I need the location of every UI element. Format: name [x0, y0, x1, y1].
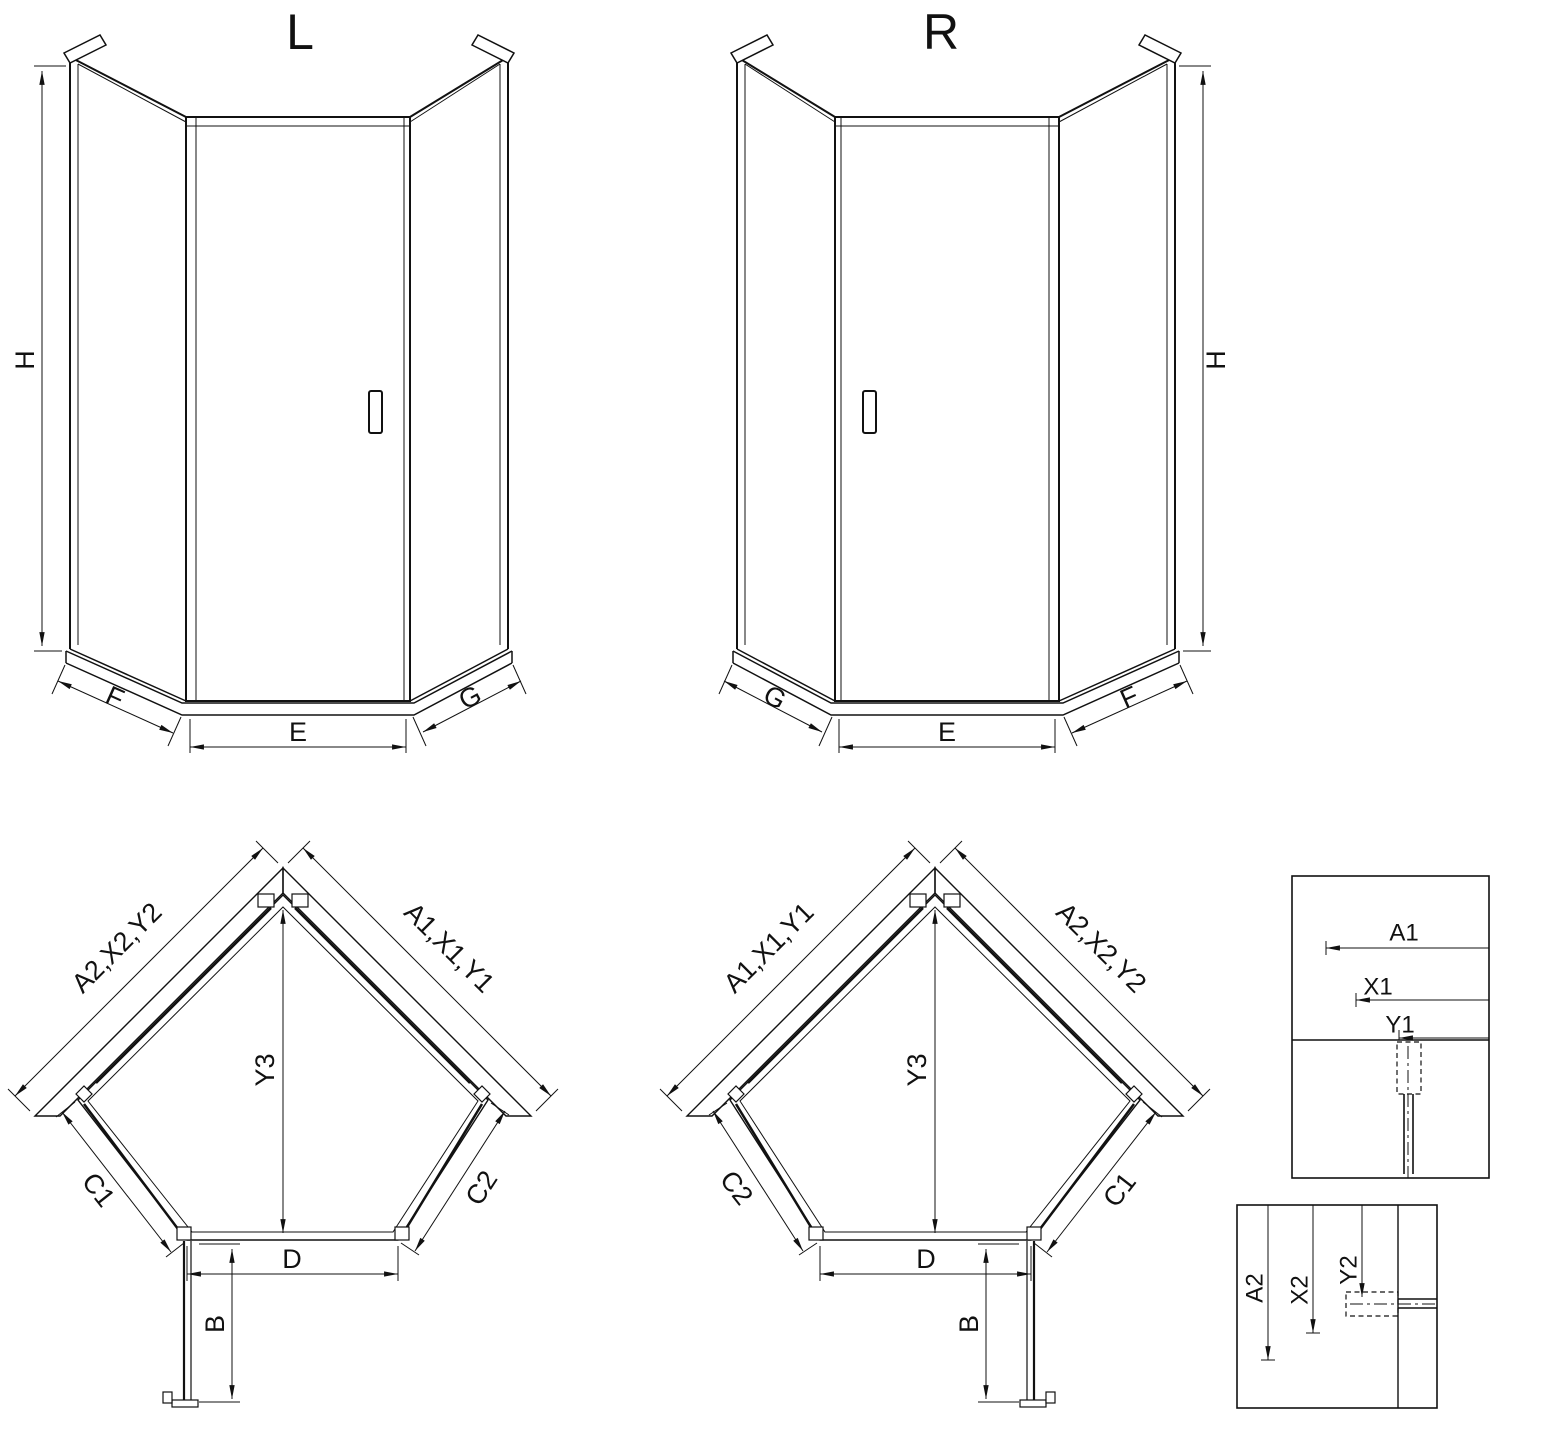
detail-view-top: A1 X1 Y1: [1291, 875, 1490, 1179]
dim-label-a2: A2: [1241, 1273, 1268, 1302]
dim-label-depth: Y3: [902, 1053, 932, 1086]
dim-label-height: H: [1201, 350, 1231, 370]
dim-label-bottom-right: F: [1116, 680, 1143, 714]
dim-label-height: H: [10, 350, 40, 370]
dim-label-y1: Y1: [1385, 1011, 1414, 1038]
dim-label-x1: X1: [1363, 973, 1392, 1000]
dim-label-a1: A1: [1389, 919, 1418, 946]
dim-label-bottom-left: G: [759, 679, 792, 715]
front-view-left: L H F E G: [10, 4, 526, 753]
dim-label-wall-upper-right: A2,X2,Y2: [1050, 897, 1152, 999]
detail-view-bottom: A2 X2 Y2: [1236, 1204, 1438, 1409]
detail-box: [1291, 875, 1490, 1179]
plan-view-right: A1,X1,Y1 A2,X2,Y2 Y3 C2 C1 D B: [660, 841, 1210, 1407]
dim-label-cut-left: C1: [76, 1167, 121, 1213]
view-title-right: R: [923, 4, 959, 60]
dim-label-door-swing: B: [954, 1315, 984, 1333]
dim-label-y2: Y2: [1335, 1255, 1362, 1284]
front-drawing-right: [719, 35, 1211, 753]
hidden-profile: [1396, 1041, 1422, 1095]
dim-label-bottom-center: E: [289, 717, 307, 747]
dim-label-bottom-center: E: [938, 717, 956, 747]
front-drawing-left: [34, 35, 526, 753]
dim-label-wall-upper-left: A2,X2,Y2: [66, 897, 168, 999]
dim-label-cut-right: C1: [1097, 1167, 1142, 1213]
detail-box: [1236, 1204, 1438, 1409]
plan-view-left: A2,X2,Y2 A1,X1,Y1 Y3 C1 C2 D B: [8, 841, 558, 1407]
plan-drawing-right: [660, 841, 1210, 1407]
dim-label-door-width: D: [282, 1244, 302, 1274]
dim-label-wall-upper-right: A1,X1,Y1: [398, 897, 500, 999]
dim-label-depth: Y3: [250, 1053, 280, 1086]
dim-label-bottom-left: F: [101, 680, 128, 714]
dim-label-x2: X2: [1286, 1275, 1313, 1304]
dim-label-wall-upper-left: A1,X1,Y1: [718, 897, 820, 999]
dim-label-bottom-right: G: [454, 679, 487, 715]
plan-drawing-left: [8, 841, 558, 1407]
view-title-left: L: [286, 4, 314, 60]
dim-label-door-swing: B: [200, 1315, 230, 1333]
front-view-right: R G E F H: [719, 4, 1231, 753]
dim-label-door-width: D: [916, 1244, 936, 1274]
